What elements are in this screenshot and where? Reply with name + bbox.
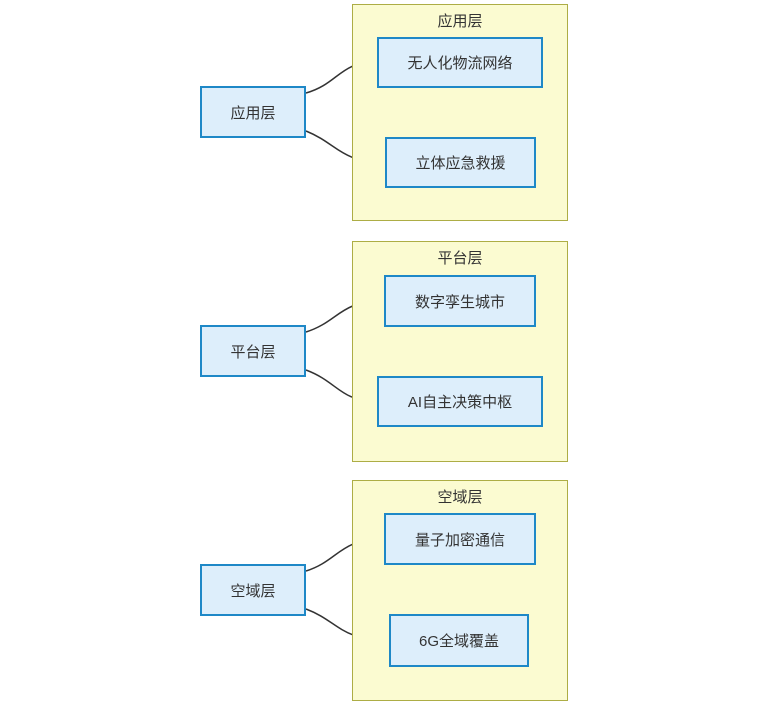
node-quantum-encrypted-comms: 量子加密通信 — [384, 513, 536, 565]
cluster-title: 应用层 — [437, 13, 483, 30]
node-3d-emergency-rescue: 立体应急救援 — [385, 137, 536, 188]
cluster-title: 空域层 — [437, 489, 483, 506]
node-unmanned-logistics-network: 无人化物流网络 — [377, 37, 543, 88]
cluster-title: 平台层 — [437, 250, 483, 267]
node-airspace-layer-source: 空域层 — [200, 564, 306, 616]
node-ai-decision-hub: AI自主决策中枢 — [377, 376, 543, 427]
node-platform-layer-source: 平台层 — [200, 325, 306, 377]
node-6g-full-coverage: 6G全域覆盖 — [389, 614, 529, 667]
node-application-layer-source: 应用层 — [200, 86, 306, 138]
node-digital-twin-city: 数字孪生城市 — [384, 275, 536, 327]
